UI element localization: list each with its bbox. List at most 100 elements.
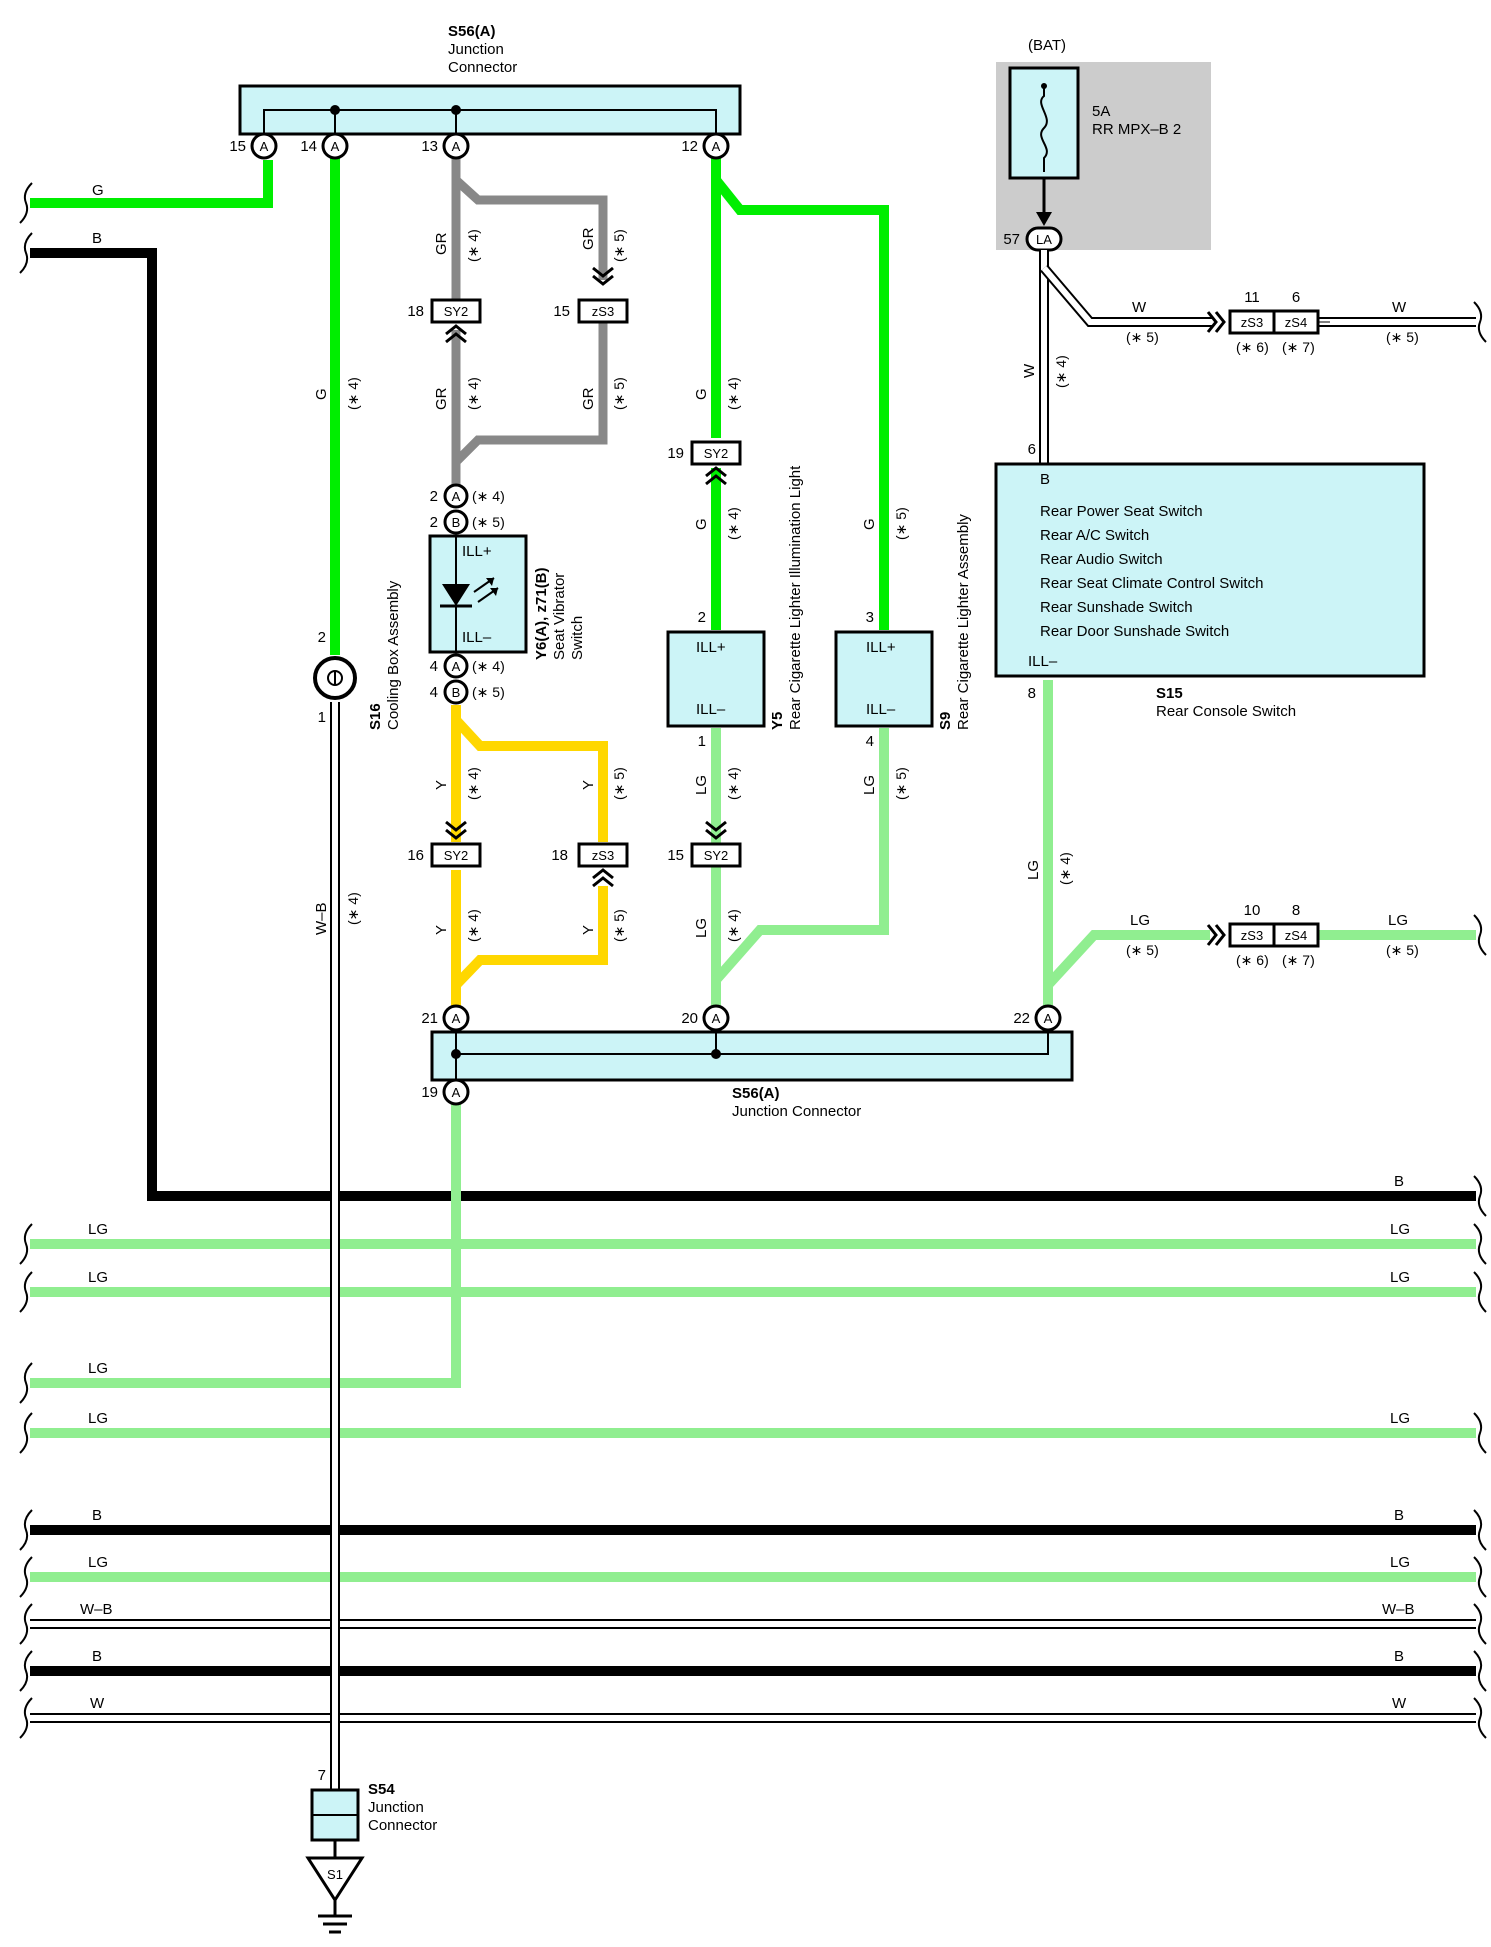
svg-text:LG: LG xyxy=(861,775,878,795)
note-lg-right: (∗ 5) xyxy=(1386,942,1419,958)
pin-13: A 13 xyxy=(421,132,470,160)
pin-14: A 14 xyxy=(300,132,349,160)
svg-text:Y: Y xyxy=(433,780,450,790)
svg-text:14: 14 xyxy=(300,138,317,155)
bus-row-9-left: W xyxy=(90,1695,105,1712)
battery-fuse-group: (BAT) 5A RR MPX–B 2 LA 57 xyxy=(996,37,1211,252)
svg-text:2: 2 xyxy=(698,609,706,626)
wire-label-lg-right: LG xyxy=(1388,912,1408,929)
connector-zs3-15: zS3 15 xyxy=(553,266,629,324)
bus-row-6-left: LG xyxy=(88,1554,108,1571)
wire-lg-pin19 xyxy=(30,1100,461,1388)
break-marks xyxy=(19,182,1487,1739)
bottom-junction-body xyxy=(430,1030,1074,1082)
s9-id: S9 xyxy=(937,712,954,730)
svg-text:GR: GR xyxy=(433,232,450,255)
svg-text:4: 4 xyxy=(430,658,438,675)
y5-illumination-light: 2 ILL+ ILL– 1 Y5 Rear Cigarette Lighter … xyxy=(666,465,804,750)
svg-text:Rear Power Seat Switch: Rear Power Seat Switch xyxy=(1040,503,1203,520)
svg-text:18: 18 xyxy=(551,847,568,864)
svg-text:(∗ 4): (∗ 4) xyxy=(725,767,741,800)
top-junction-line1: Junction xyxy=(448,41,504,58)
svg-text:15: 15 xyxy=(667,847,684,864)
la-pin-code: LA xyxy=(1036,232,1052,247)
svg-text:Y: Y xyxy=(580,780,597,790)
svg-text:(∗ 5): (∗ 5) xyxy=(893,767,909,800)
svg-text:21: 21 xyxy=(421,1010,438,1027)
svg-text:(∗ 5): (∗ 5) xyxy=(611,909,627,942)
svg-text:ILL–: ILL– xyxy=(696,701,726,718)
svg-text:(∗ 6): (∗ 6) xyxy=(1236,339,1269,355)
ground-id: S1 xyxy=(327,1867,343,1882)
s9-name: Rear Cigarette Lighter Assembly xyxy=(955,514,972,730)
svg-text:A: A xyxy=(452,659,461,674)
svg-text:(∗ 4): (∗ 4) xyxy=(465,229,481,262)
svg-text:(∗ 4): (∗ 4) xyxy=(725,377,741,410)
seat-vibrator-id: Y6(A), z71(B) xyxy=(533,567,550,660)
svg-text:Rear Door Sunshade Switch: Rear Door Sunshade Switch xyxy=(1040,623,1229,640)
svg-text:zS3: zS3 xyxy=(592,848,614,863)
bus-row-5-right: B xyxy=(1394,1507,1404,1524)
fuse-icon xyxy=(1040,84,1048,172)
svg-text:(∗ 4): (∗ 4) xyxy=(472,488,505,504)
led-icon xyxy=(442,584,470,606)
wire-b-main xyxy=(30,248,1476,1201)
svg-text:15: 15 xyxy=(553,303,570,320)
wire-gr-return xyxy=(452,322,608,466)
wire-y-return xyxy=(452,886,608,989)
sv-pin-4a: A 4 (∗ 4) xyxy=(430,653,505,679)
bus-row-3-left: LG xyxy=(88,1360,108,1377)
bus-row-7-left: W–B xyxy=(80,1601,113,1618)
ground-triangle-icon xyxy=(305,1856,365,1903)
svg-text:(∗ 5): (∗ 5) xyxy=(472,684,505,700)
connector-sy2-19: SY2 19 xyxy=(667,440,742,486)
svg-text:zS3: zS3 xyxy=(1241,928,1263,943)
bus-row-8-left: B xyxy=(92,1648,102,1665)
svg-text:ILL–: ILL– xyxy=(1028,653,1058,670)
s54-line1: Junction xyxy=(368,1799,424,1816)
bus-row-labels: B LG LG LG LG LG LG LG B B LG LG W–B W–B… xyxy=(80,1173,1415,1712)
svg-text:B: B xyxy=(452,515,461,530)
svg-text:zS4: zS4 xyxy=(1285,928,1307,943)
svg-text:6: 6 xyxy=(1028,441,1036,458)
svg-text:22: 22 xyxy=(1013,1010,1030,1027)
svg-text:7: 7 xyxy=(318,1767,326,1784)
fuse-name: RR MPX–B 2 xyxy=(1092,121,1181,138)
svg-text:2: 2 xyxy=(430,514,438,531)
wire-w-la xyxy=(1039,250,1476,464)
svg-text:A: A xyxy=(452,1085,461,1100)
wire-y-branch xyxy=(452,716,608,842)
s54-junction-connector: 7 S54 Junction Connector S1 xyxy=(305,1767,437,1934)
svg-text:(∗ 4): (∗ 4) xyxy=(465,377,481,410)
top-junction-line2: Connector xyxy=(448,59,517,76)
wire-label-w-branch: W xyxy=(1132,299,1147,316)
svg-text:B: B xyxy=(452,685,461,700)
pin-12: A 12 xyxy=(681,132,730,160)
svg-text:(∗ 5): (∗ 5) xyxy=(611,229,627,262)
pin-20: A 20 xyxy=(681,1004,730,1032)
svg-text:(∗ 4): (∗ 4) xyxy=(465,909,481,942)
svg-text:A: A xyxy=(452,489,461,504)
svg-text:Rear A/C Switch: Rear A/C Switch xyxy=(1040,527,1149,544)
svg-text:4: 4 xyxy=(866,733,874,750)
svg-text:8: 8 xyxy=(1028,685,1036,702)
svg-text:A: A xyxy=(1044,1011,1053,1026)
svg-text:(∗ 5): (∗ 5) xyxy=(611,377,627,410)
svg-text:3: 3 xyxy=(866,609,874,626)
svg-text:Y: Y xyxy=(433,925,450,935)
seat-vibrator-line1: Seat Vibrator xyxy=(551,573,568,660)
svg-text:Y: Y xyxy=(580,925,597,935)
seat-vibrator-body xyxy=(428,534,528,654)
note-w-branch: (∗ 5) xyxy=(1126,329,1159,345)
svg-text:Rear Seat Climate Control Swit: Rear Seat Climate Control Switch xyxy=(1040,575,1263,592)
svg-text:GR: GR xyxy=(580,227,597,250)
svg-text:A: A xyxy=(452,139,461,154)
cooling-box-assembly: 2 1 S16 Cooling Box Assembly xyxy=(313,580,402,730)
bus-row-4-right: LG xyxy=(1390,1410,1410,1427)
svg-text:1: 1 xyxy=(698,733,706,750)
inline-connectors: SY2 18 zS3 15 SY2 19 SY2 16 xyxy=(407,266,1330,968)
sv-pin-2a: A 2 (∗ 4) xyxy=(430,483,505,509)
svg-text:ILL+: ILL+ xyxy=(696,639,726,656)
svg-text:A: A xyxy=(260,139,269,154)
